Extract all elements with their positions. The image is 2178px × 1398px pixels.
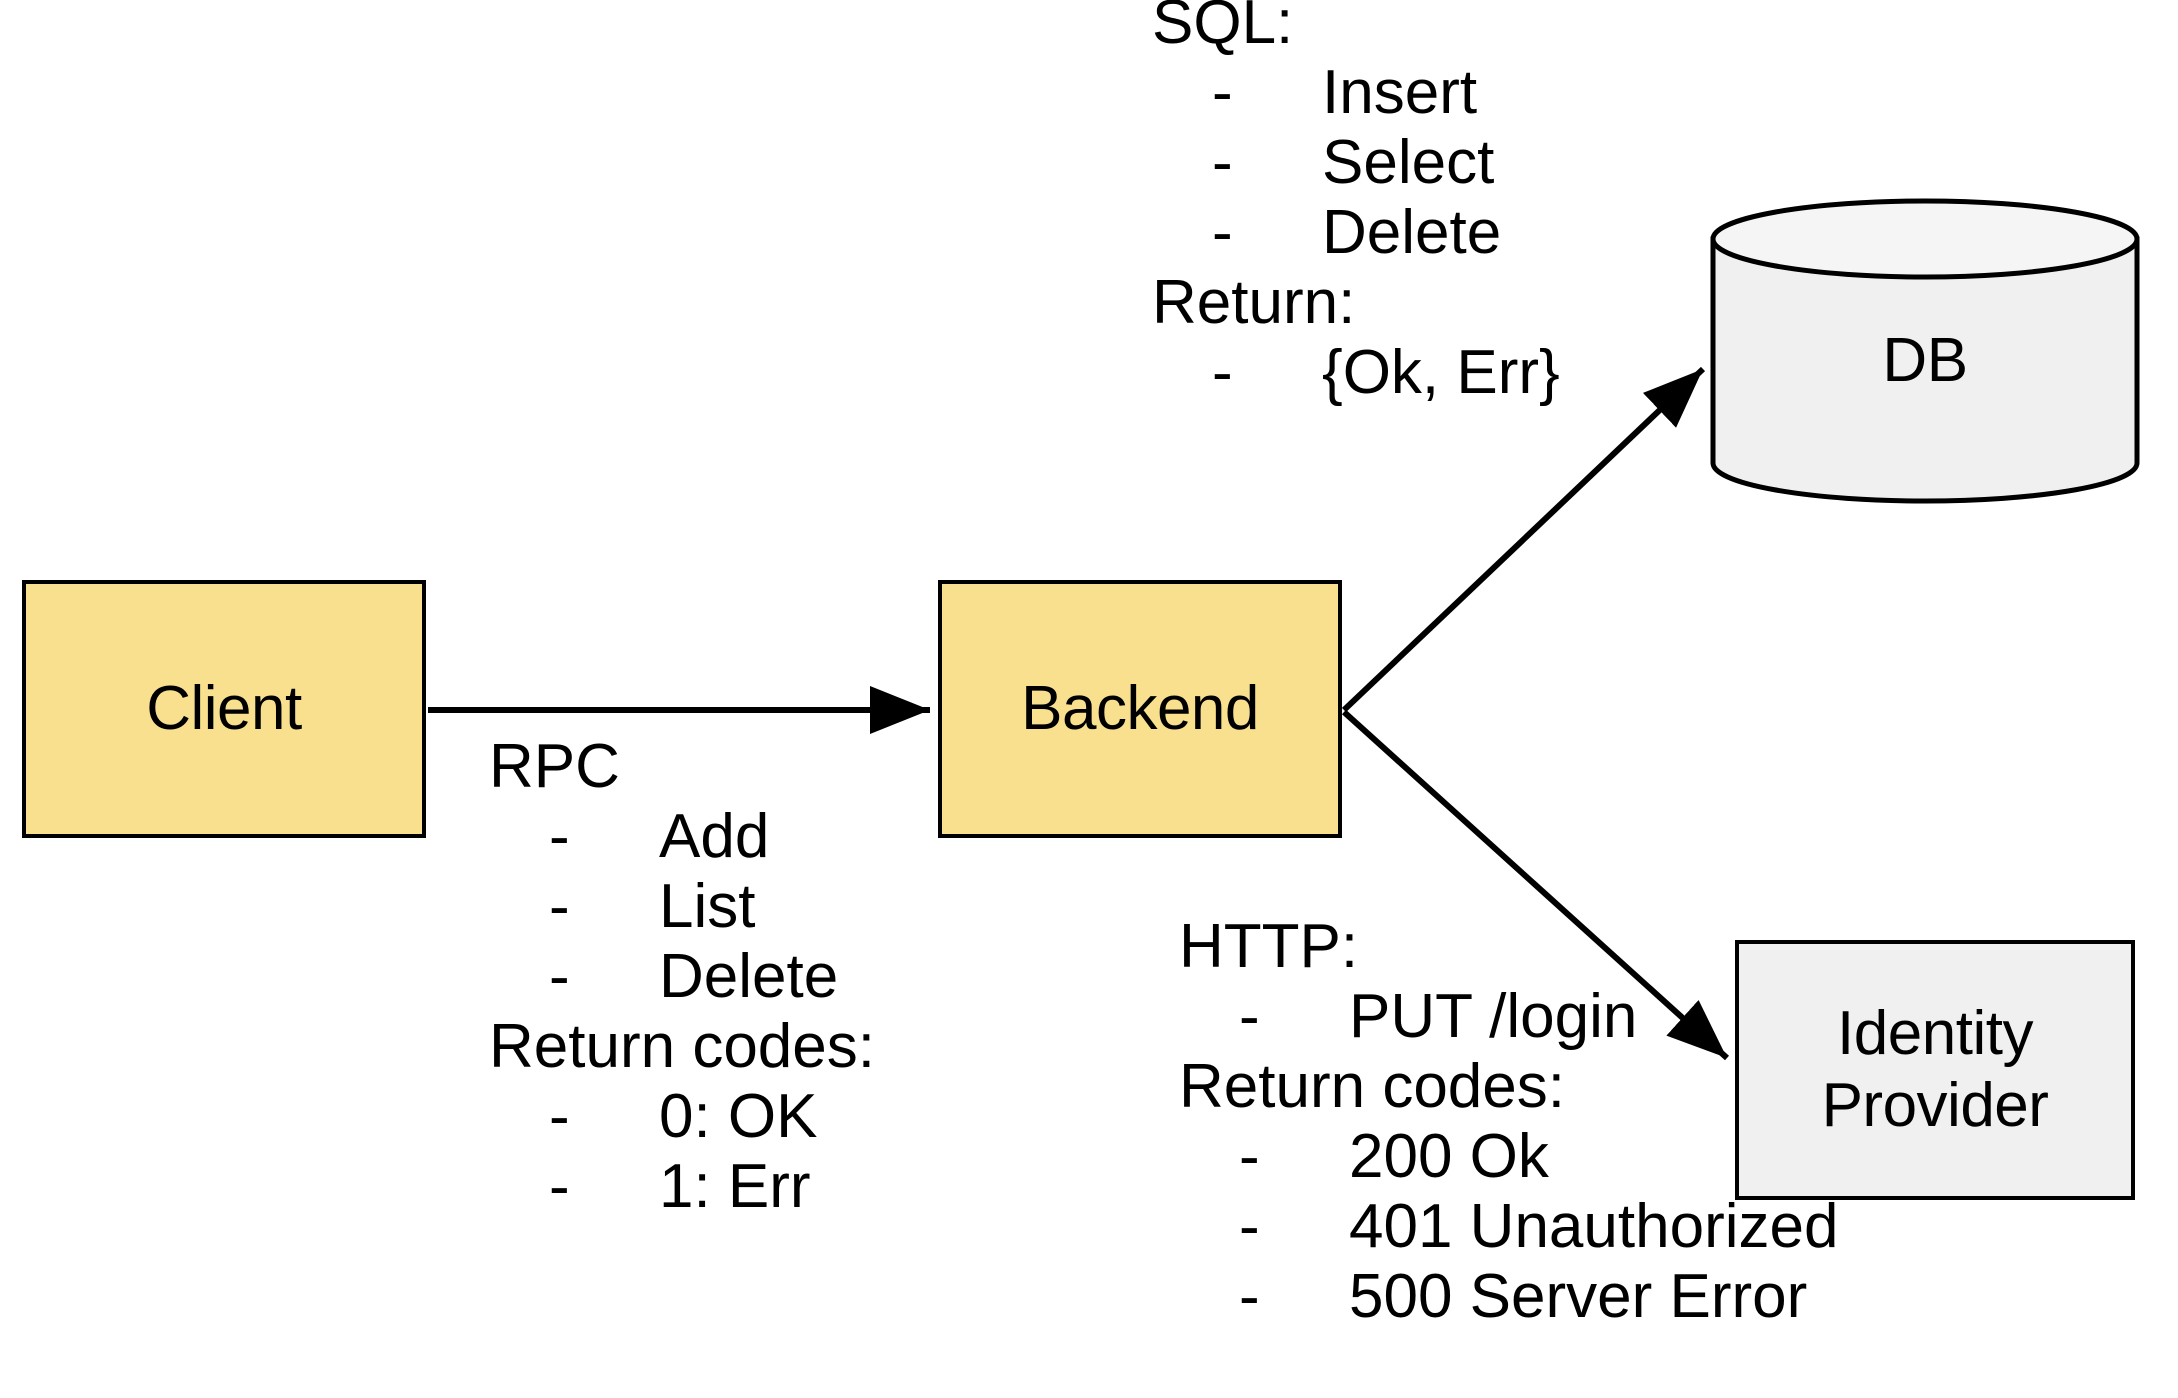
annotation-sql-sub-item: - {Ok, Err}: [1152, 338, 1560, 408]
annotation-http-sub-item: - 200 Ok: [1179, 1122, 1838, 1192]
bullet-dash: -: [549, 1082, 570, 1151]
annotation-http-sub-item: - 500 Server Error: [1179, 1262, 1838, 1332]
annotation-rpc-subheading: Return codes:: [489, 1012, 875, 1081]
node-client[interactable]: Client: [22, 580, 426, 838]
bullet-text: 1: Err: [659, 1152, 811, 1221]
bullet-text: 0: OK: [659, 1082, 818, 1151]
annotation-rpc-sub-item: - 0: OK: [489, 1082, 875, 1152]
edge-backend-to-db: [1341, 366, 1706, 713]
annotation-sql-item: - Delete: [1152, 198, 1560, 268]
bullet-text: Add: [659, 802, 770, 871]
node-backend[interactable]: Backend: [938, 580, 1342, 838]
bullet-text: {Ok, Err}: [1322, 338, 1560, 407]
bullet-text: Delete: [659, 942, 839, 1011]
annotation-rpc-item: - List: [489, 872, 875, 942]
annotation-http-heading: HTTP:: [1179, 912, 1359, 981]
annotation-rpc-item: - Delete: [489, 942, 875, 1012]
annotation-http-sub-item: - 401 Unauthorized: [1179, 1192, 1838, 1262]
bullet-dash: -: [549, 1152, 570, 1221]
bullet-dash: -: [1239, 1122, 1260, 1191]
bullet-text: 500 Server Error: [1349, 1262, 1808, 1331]
bullet-text: 401 Unauthorized: [1349, 1192, 1839, 1261]
node-identity-provider-label-line1: Identity: [1837, 999, 2033, 1068]
bullet-text: Select: [1322, 128, 1495, 197]
database-cylinder-icon: [1710, 198, 2140, 504]
annotation-sql: SQL: - Insert - Select - Delete Return: …: [1152, 0, 1560, 408]
bullet-dash: -: [549, 872, 570, 941]
node-identity-provider-label: Identity Provider: [1822, 998, 2049, 1142]
node-db[interactable]: DB: [1710, 198, 2140, 504]
bullet-dash: -: [549, 802, 570, 871]
bullet-dash: -: [1212, 58, 1233, 127]
annotation-http-subheading: Return codes:: [1179, 1052, 1565, 1121]
bullet-dash: -: [1239, 982, 1260, 1051]
annotation-http: HTTP: - PUT /login Return codes: - 200 O…: [1179, 912, 1838, 1332]
bullet-dash: -: [549, 942, 570, 1011]
bullet-dash: -: [1212, 198, 1233, 267]
annotation-sql-item: - Select: [1152, 128, 1560, 198]
bullet-dash: -: [1212, 338, 1233, 407]
bullet-text: PUT /login: [1349, 982, 1638, 1051]
bullet-text: Insert: [1322, 58, 1478, 127]
annotation-rpc-heading: RPC: [489, 732, 620, 801]
annotation-rpc-item: - Add: [489, 802, 875, 872]
node-backend-label: Backend: [1021, 674, 1259, 743]
annotation-sql-subheading: Return:: [1152, 268, 1356, 337]
bullet-text: List: [659, 872, 756, 941]
bullet-text: Delete: [1322, 198, 1502, 267]
bullet-dash: -: [1212, 128, 1233, 197]
annotation-rpc-sub-item: - 1: Err: [489, 1152, 875, 1222]
annotation-http-item: - PUT /login: [1179, 982, 1838, 1052]
bullet-dash: -: [1239, 1192, 1260, 1261]
node-client-label: Client: [146, 674, 302, 743]
annotation-sql-heading: SQL:: [1152, 0, 1294, 57]
node-identity-provider[interactable]: Identity Provider: [1735, 940, 2135, 1200]
bullet-text: 200 Ok: [1349, 1122, 1549, 1191]
node-db-label: DB: [1882, 326, 1968, 395]
node-identity-provider-label-line2: Provider: [1821, 1071, 2049, 1140]
annotation-rpc: RPC - Add - List - Delete Return codes: …: [489, 732, 875, 1222]
bullet-dash: -: [1239, 1262, 1260, 1331]
annotation-sql-item: - Insert: [1152, 58, 1560, 128]
